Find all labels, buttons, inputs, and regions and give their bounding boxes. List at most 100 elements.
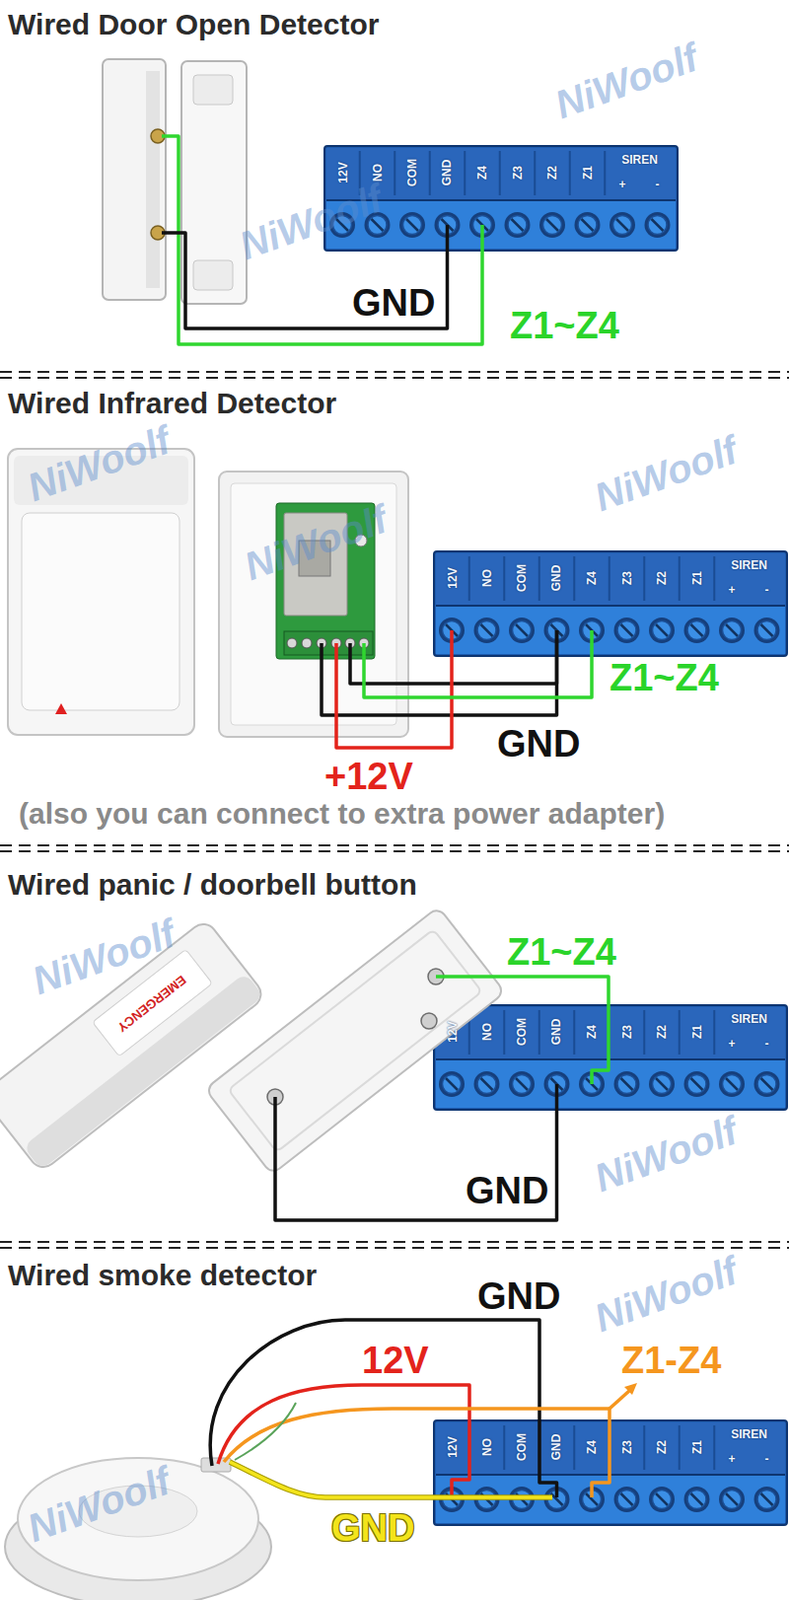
pin-label: Z2 (655, 1024, 668, 1039)
wires-button (275, 976, 609, 1220)
pin-label: 12V (445, 1435, 458, 1457)
pin-label: GND (550, 565, 563, 592)
pin-label: Z4 (585, 571, 598, 585)
wire-label: +12V (324, 757, 414, 795)
wires-smoke (210, 1319, 630, 1498)
pin-label: - (765, 1037, 770, 1050)
pin-label: NO (481, 1022, 494, 1041)
terminal-block (433, 1004, 788, 1110)
divider-line (0, 1240, 789, 1243)
terminal-strip: 12V NO COM GND Z4 Z3 Z2 Z1 SIREN + - (433, 551, 788, 656)
terminal-strip: 12VNOCOMGNDZ4Z3Z2Z1SIREN+- (433, 1004, 788, 1110)
pin-label: - (765, 1452, 770, 1465)
wire-label: GND (352, 284, 435, 322)
smoke-detector (4, 1457, 272, 1600)
pin-label: SIREN (730, 1428, 768, 1440)
pin-label: Z1 (581, 165, 594, 180)
pin-label: NO (481, 569, 494, 587)
wire-label: Z1~Z4 (506, 932, 617, 971)
zone-wire (223, 1408, 610, 1498)
spare-wire (234, 1402, 296, 1460)
terminal-strip: 12VNOCOMGNDZ4Z3Z2Z1SIREN+- (433, 1420, 788, 1525)
pin-label: + (728, 1037, 736, 1050)
pointer-arrowhead (624, 1382, 638, 1395)
pin-label: - (655, 178, 660, 191)
section-title: Wired panic / doorbell button (7, 867, 418, 901)
divider-line (0, 1246, 789, 1249)
pin-label: Z3 (621, 571, 634, 585)
pin-label: 12V (445, 1020, 458, 1042)
section-band: Wired panic / doorbell button 12V NO COM GND… (0, 852, 789, 1243)
pin-label: COM (515, 564, 528, 592)
zone-wire (161, 136, 483, 345)
pin-label: NO (481, 1437, 494, 1456)
pir-case-inner (230, 483, 397, 725)
pin-label: Z1 (691, 1439, 704, 1454)
divider-line (0, 376, 789, 379)
pin-label: Z2 (655, 571, 668, 585)
button-base (205, 906, 505, 1174)
pin-label: Z1 (691, 571, 704, 585)
button-text: EMERGENCY (115, 972, 189, 1034)
wire-label: GND (331, 1508, 415, 1547)
button-screws (267, 968, 444, 1105)
wires-door (161, 136, 483, 345)
wire-label: Z1-Z4 (621, 1341, 721, 1379)
section-divider (0, 371, 789, 1248)
pin-label: 12V (336, 161, 349, 183)
pin-label: + (728, 1452, 736, 1465)
pin-label: Z4 (476, 165, 489, 180)
gnd-wire (275, 1083, 558, 1220)
detector-dome (17, 1457, 259, 1580)
section-title: Wired Door Open Detector (7, 7, 379, 41)
pin-label: COM (515, 1433, 528, 1461)
mount-ear (193, 74, 233, 105)
pin-label: Z3 (621, 1024, 634, 1039)
pin-label: - (765, 583, 770, 596)
panic-button-back (205, 906, 505, 1174)
pcb-screw (301, 638, 312, 648)
power-wire (217, 1384, 470, 1498)
pin-label: Z2 (655, 1439, 668, 1454)
wire-label: Z1~Z4 (609, 658, 719, 697)
pin-label: COM (515, 1017, 528, 1046)
pin-label: Z3 (511, 165, 524, 180)
section-title: Wired Infrared Detector (7, 386, 337, 420)
wire-label: Z1~Z4 (509, 306, 620, 345)
pin-label: SIREN (730, 1012, 768, 1025)
pin-label: Z2 (546, 165, 559, 180)
terminal-screw (421, 1012, 437, 1029)
pin-label: SIREN (730, 559, 768, 572)
watermark: NiWoolf (22, 1459, 176, 1548)
pin-label: SIREN (621, 153, 658, 166)
divider-line (0, 370, 789, 373)
power-wire (336, 630, 452, 748)
pin-label: GND (550, 1018, 563, 1046)
led-mark (55, 703, 68, 715)
pin-label: Z3 (621, 1439, 634, 1454)
watermark: NiWoolf (589, 1249, 743, 1338)
section-title: Wired smoke detector (7, 1258, 317, 1292)
pin-label: GND (550, 1434, 563, 1461)
zone-wire (435, 976, 609, 1084)
wire-label: GND (465, 1171, 549, 1210)
pin-label: GND (440, 159, 453, 187)
door-sensor (102, 59, 247, 304)
pin-label: 12V (445, 567, 458, 588)
pin-label: COM (406, 158, 419, 187)
gnd-wire (321, 630, 558, 716)
wire-label: 12V (361, 1341, 430, 1379)
watermark: NiWoolf (589, 429, 743, 517)
pin-label: Z4 (585, 1024, 598, 1039)
watermark: NiWoolf (589, 1109, 743, 1198)
mount-ear (193, 260, 233, 290)
note-text: (also you can connect to extra power ada… (18, 798, 665, 829)
pointer-line (609, 1390, 630, 1409)
terminal-block (433, 551, 788, 656)
wire-label: GND (477, 1277, 561, 1315)
divider-line (0, 850, 789, 853)
pin-label: + (728, 583, 736, 596)
watermark: NiWoolf (22, 419, 176, 507)
pin-label: + (619, 178, 627, 191)
